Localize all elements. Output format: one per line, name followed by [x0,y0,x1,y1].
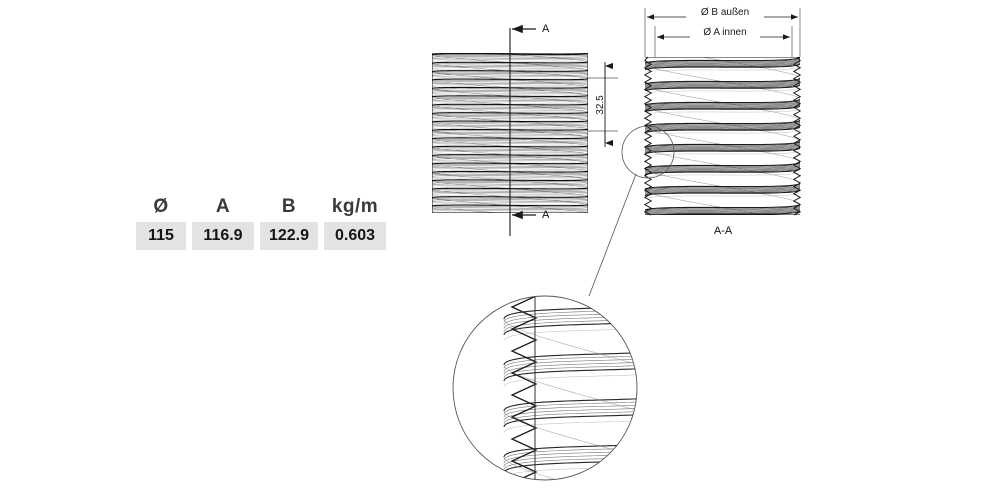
detail-view-circle [452,295,638,481]
detail-view-content [503,296,637,480]
section-marker-bottom: A [512,209,550,221]
table-cell-b: 122.9 [260,222,318,250]
section-view-title: A-A [714,225,733,237]
pitch-dimension-value: 32.5 [595,95,606,115]
dimension-inner-diameter: Ø A innen [654,26,793,57]
table-header-b: B [281,196,297,217]
pitch-dimension: 32.5 [588,62,618,147]
table-header-a: A [215,196,231,217]
inner-label-bg [690,26,760,39]
table-cell-weight: 0.603 [324,222,386,250]
section-right-corrugation-edge [792,56,802,216]
table-header-row: Ø A B kg/m [136,192,386,222]
outer-label-bg [686,5,764,18]
table-row: 115 116.9 122.9 0.603 [136,222,386,250]
table-cell-a: 116.9 [192,222,254,250]
table-cell-diameter: 115 [136,222,186,250]
detail-leader-line [588,173,637,297]
section-left-corrugation-edge [643,56,653,216]
inner-diameter-label: Ø A innen [703,27,746,38]
section-marker-top: A [512,23,550,35]
table-header-diameter: Ø [153,196,169,217]
section-label-bottom: A [542,209,550,221]
section-label-top: A [542,23,550,35]
detail-corrugation-profile [510,296,538,480]
dimension-outer-diameter: Ø B außen [644,5,801,57]
outer-diameter-label: Ø B außen [701,7,749,18]
spec-table: Ø A B kg/m 115 116.9 122.9 0.603 [136,192,386,250]
section-view-helix [645,57,800,215]
detail-source-circle [621,125,675,179]
table-header-weight: kg/m [331,196,379,217]
